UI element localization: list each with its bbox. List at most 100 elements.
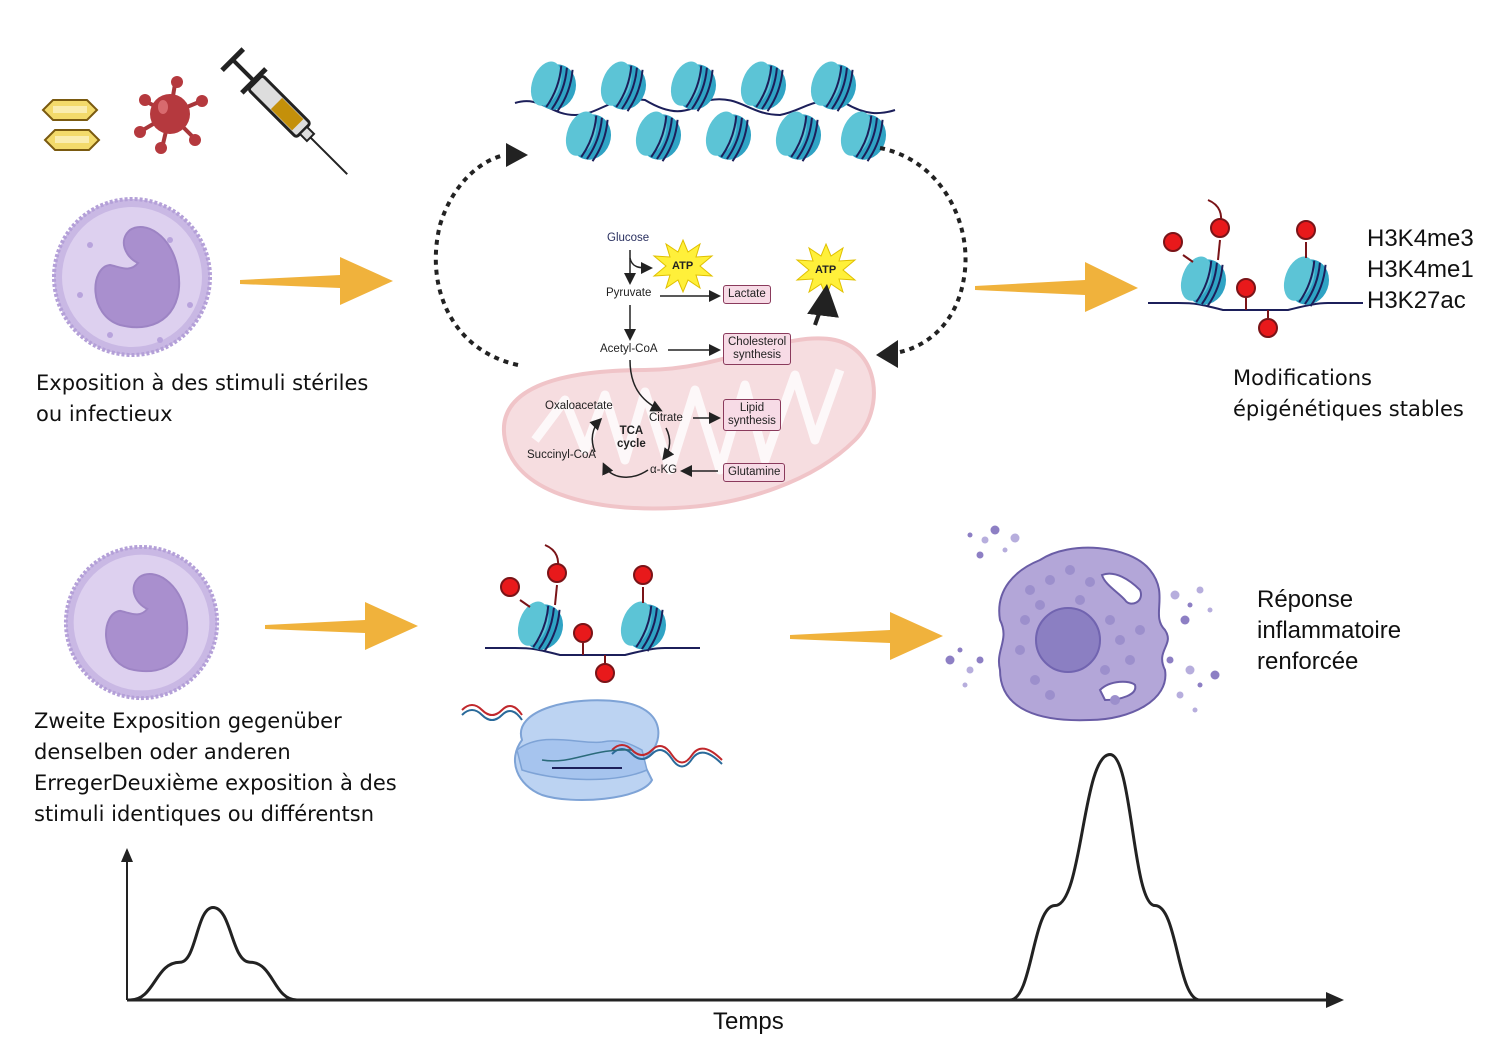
immune-cell-icon-2 [63,544,220,701]
histone-tail [1217,239,1221,261]
cytokine-dot [976,656,984,664]
x-axis-label: Temps [713,1008,784,1035]
caption-line: Exposition à des stimuli stériles [36,371,369,395]
granule [1125,655,1135,665]
cytokine-dot [976,551,984,559]
cytokine-dot [1210,670,1220,680]
crystal-icon [41,99,101,151]
histone-mark [633,565,653,585]
nucleosome [810,61,857,112]
atp-burst-1 [652,238,714,294]
granule [1100,665,1110,675]
caption-line: épigénétiques stables [1233,397,1464,421]
x-axis-arrowhead [1326,992,1344,1008]
second-exposure-caption: Zweite Exposition gegenüber denselben od… [34,706,397,830]
cytokine-dot [1002,547,1008,553]
cytokine-dot [1010,533,1020,543]
cytokine-dot [1185,665,1195,675]
granule [1065,565,1075,575]
nucleosome [565,111,612,162]
cytokine-dot [957,647,963,653]
cytokine-dot [962,682,968,688]
dashed-cycle-arrow-left [433,143,528,367]
nucleosome [705,111,752,162]
histone-tail [554,584,558,606]
virus-icon [134,76,208,154]
arrow-right-3 [265,602,418,650]
histone-mark [1296,220,1316,240]
cytokine-dot [1207,607,1213,613]
histone-mark [1210,218,1230,238]
akg-label: α-KG [650,464,678,476]
cytokine-dot [1197,682,1203,688]
mark-h3k27ac: H3K27ac [1367,287,1466,314]
cytokine-dot [981,536,989,544]
y-axis-arrowhead [121,848,133,862]
tca-line: cycle [617,438,646,450]
granule [1115,635,1125,645]
nucleosome [1180,256,1227,307]
histone-mark [547,563,567,583]
atp-label-1: ATP [672,260,694,272]
caption-line: ou infectieux [36,402,173,426]
nucleosome [635,111,682,162]
cytokine-dot [990,525,1000,535]
cytokine-dot [1187,602,1193,608]
granule [1045,690,1055,700]
cytokine-dot [967,532,973,538]
cytokine-dot [966,666,974,674]
immune-cell-icon [52,197,212,357]
arrow-right-1 [240,257,393,305]
box-line: Lipid [739,402,765,414]
caption-line: stimuli identiques ou différentsn [34,802,375,826]
modified-nucleosomes [1148,199,1363,338]
oxaloacetate-label: Oxaloacetate [545,400,613,412]
nucleosome [620,601,667,652]
syringe-icon [220,47,348,175]
granule [1015,645,1025,655]
response-series-line [129,752,1255,1002]
box-line: synthesis [728,415,776,427]
lipid-box: Lipid synthesis [723,399,781,431]
granule [1075,595,1085,605]
dna-strand [485,647,700,656]
arrow-right-2 [975,262,1138,312]
caption-line: ErregerDeuxième exposition à des [34,771,397,795]
histone-marks-list: H3K4me3 H3K4me1 H3K27ac [1367,223,1474,316]
tca-label: TCA cycle [617,425,646,451]
arrow-right-4 [790,612,943,660]
granule [1045,575,1055,585]
ribosome-transcription-icon [461,699,723,801]
caption-line: Modifications [1233,366,1372,390]
nucleosome [840,111,887,162]
activated-cell-icon [945,525,1220,722]
response-caption: Réponse inflammatoire renforcée [1257,584,1401,677]
histone-tail [1182,254,1194,263]
cytokine-dot [1166,656,1174,664]
histone-tail [519,599,531,608]
glutamine-box: Glutamine [723,463,786,482]
nucleosome [670,61,717,112]
cytokine-dot [1192,707,1198,713]
box-line: synthesis [733,349,782,361]
caption-line: denselben oder anderen [34,740,291,764]
nucleosome [1283,256,1330,307]
modified-nucleosomes-2 [485,544,700,683]
granule [1020,615,1030,625]
citrate-label: Citrate [649,412,683,424]
glucose-label: Glucose [607,232,650,244]
granule [1105,615,1115,625]
epigenetics-caption: Modifications épigénétiques stables [1233,363,1464,425]
caption-line: renforcée [1257,648,1359,675]
histone-mark [500,577,520,597]
pyruvate-label: Pyruvate [606,287,652,299]
nucleosome [775,111,822,162]
cytokine-dot [1196,586,1204,594]
granule [1025,585,1035,595]
caption-line: Réponse [1257,586,1354,613]
cytokine-dot [945,655,955,665]
tca-line: TCA [619,425,644,437]
granule [1135,625,1145,635]
